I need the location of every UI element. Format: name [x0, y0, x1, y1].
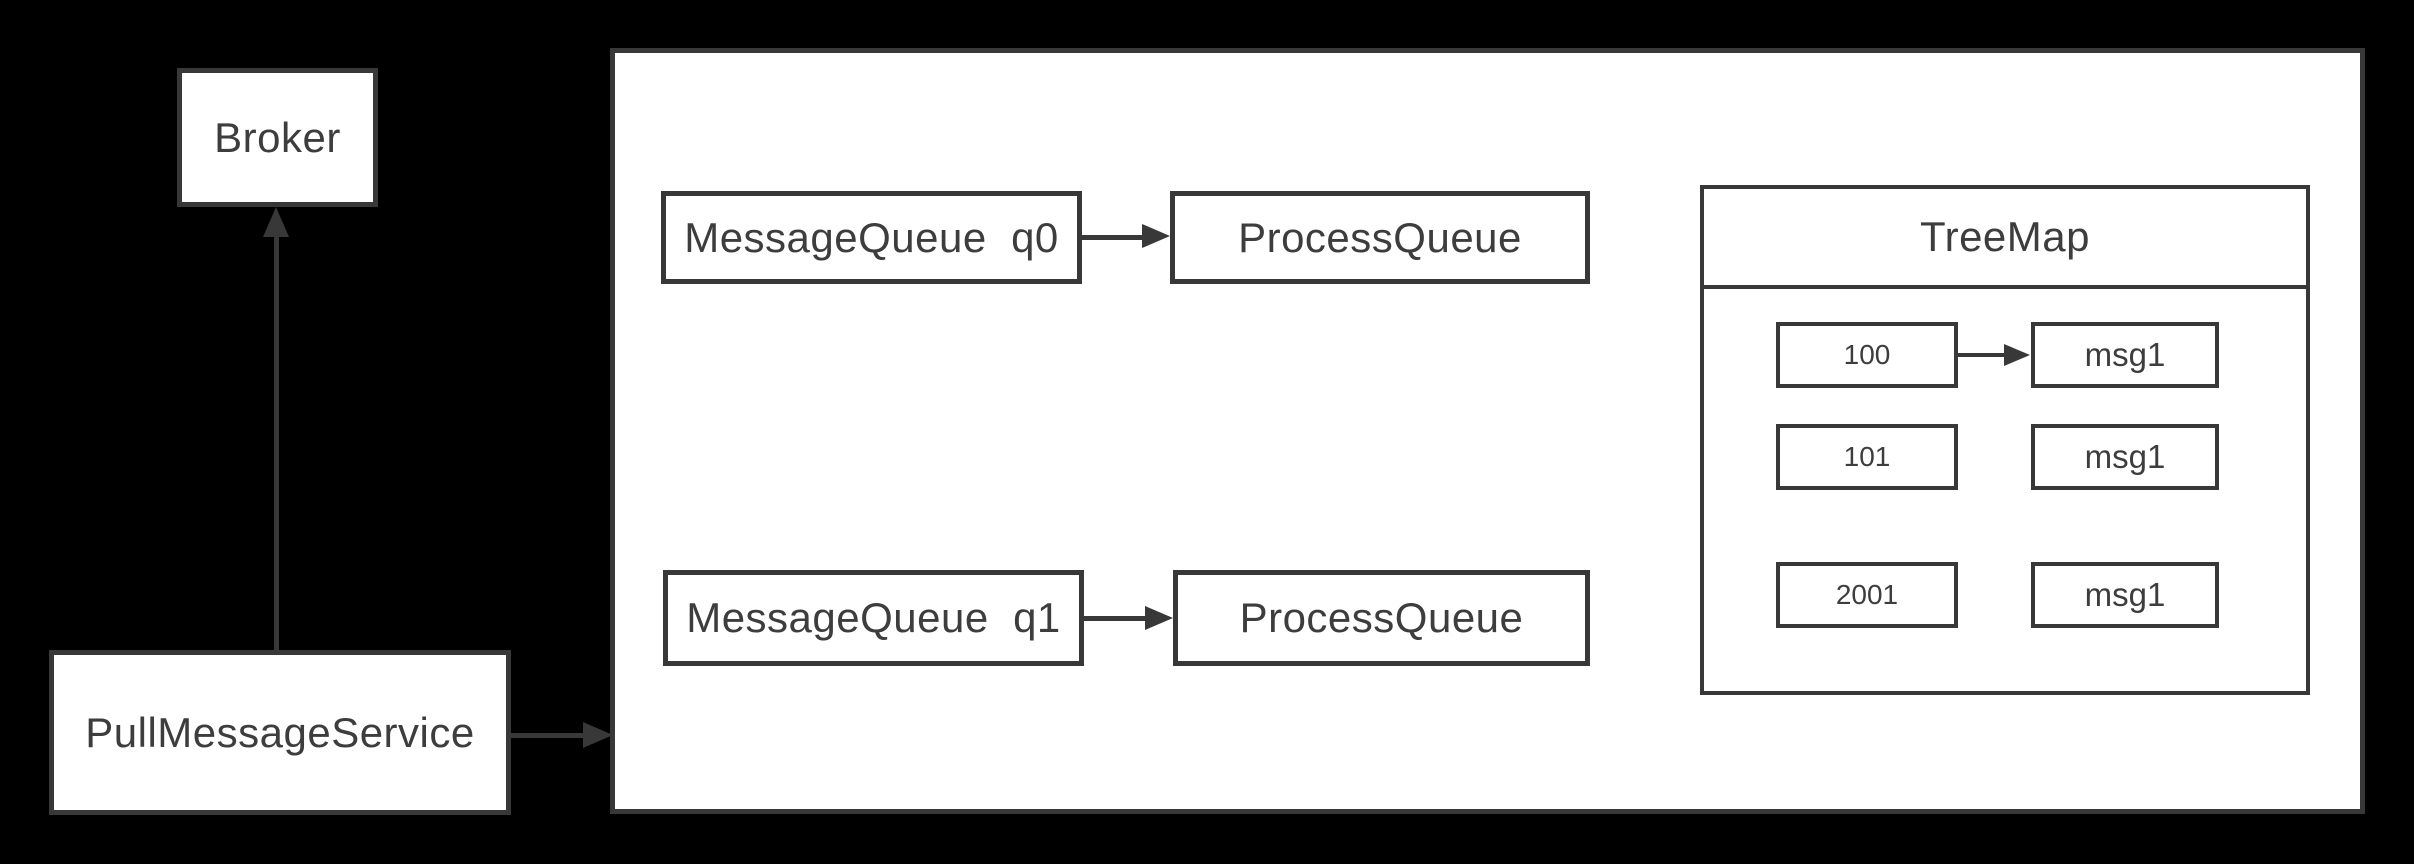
arrow-q0-to-processqueue-shaft — [1082, 235, 1144, 240]
treemap-key-cell: 100 — [1776, 322, 1958, 388]
message-queue-q1-label: MessageQueue q1 — [686, 594, 1061, 641]
treemap-value-cell: msg1 — [2031, 322, 2219, 388]
treemap-value-label: msg1 — [2084, 438, 2166, 475]
process-queue-1-node: ProcessQueue — [1173, 570, 1590, 666]
arrow-pms-to-broker-arrowhead-icon — [263, 207, 289, 237]
arrow-key100-to-msg1-shaft — [1956, 353, 2006, 357]
treemap-key-label: 2001 — [1835, 579, 1899, 610]
broker-label: Broker — [214, 113, 341, 161]
arrow-key100-to-msg1-arrowhead-icon — [2004, 344, 2030, 366]
message-queue-q0-node: MessageQueue q0 — [661, 191, 1082, 284]
arrow-q0-to-processqueue-arrowhead-icon — [1142, 224, 1170, 248]
arrow-pms-to-container-arrowhead-icon — [583, 722, 613, 748]
treemap-header: TreeMap — [1704, 189, 2306, 289]
broker-node: Broker — [177, 68, 378, 207]
treemap-key-label: 101 — [1843, 441, 1891, 472]
pull-message-service-label: PullMessageService — [85, 708, 475, 756]
arrow-q1-to-processqueue-arrowhead-icon — [1145, 606, 1173, 630]
arrow-q1-to-processqueue-shaft — [1084, 616, 1146, 621]
treemap-key-cell: 101 — [1776, 424, 1958, 490]
treemap-key-cell: 2001 — [1776, 562, 1958, 628]
treemap-value-cell: msg1 — [2031, 562, 2219, 628]
treemap-title: TreeMap — [1919, 213, 2090, 260]
treemap-node: TreeMap 100 msg1 101 msg1 2001 msg1 — [1700, 185, 2310, 695]
treemap-value-label: msg1 — [2084, 576, 2166, 613]
arrow-pms-to-container-shaft — [511, 733, 585, 738]
treemap-value-cell: msg1 — [2031, 424, 2219, 490]
treemap-key-label: 100 — [1843, 339, 1891, 370]
pull-message-service-node: PullMessageService — [49, 650, 511, 815]
message-queue-q0-label: MessageQueue q0 — [684, 213, 1059, 261]
process-queue-1-label: ProcessQueue — [1239, 594, 1524, 641]
message-queue-q1-node: MessageQueue q1 — [663, 570, 1084, 666]
process-queue-0-node: ProcessQueue — [1170, 191, 1590, 284]
treemap-value-label: msg1 — [2084, 336, 2166, 373]
process-queue-0-label: ProcessQueue — [1238, 213, 1522, 261]
arrow-pms-to-broker-shaft — [274, 233, 279, 652]
